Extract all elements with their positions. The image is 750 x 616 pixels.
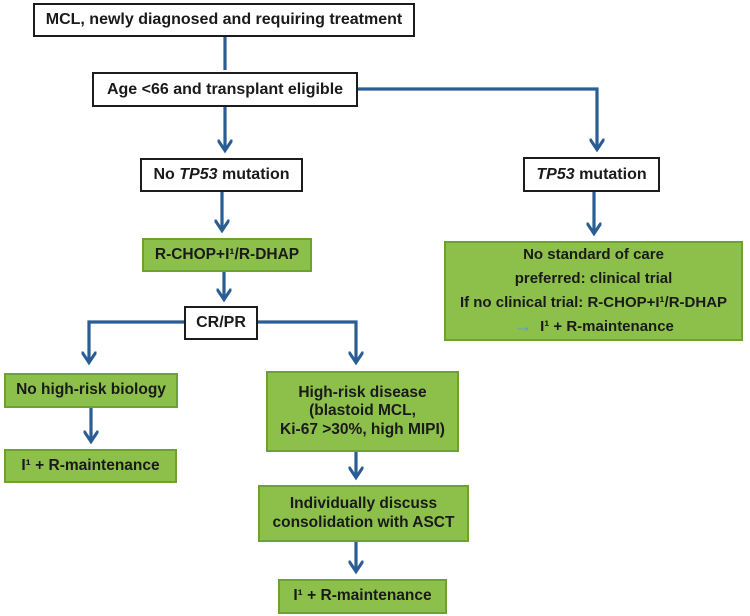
- node-label: Individually discuss: [289, 494, 438, 512]
- node-root: MCL, newly diagnosed and requiring treat…: [33, 3, 415, 37]
- node-response-crpr: CR/PR: [184, 306, 258, 340]
- node-label: → I¹ + R-maintenance: [513, 316, 674, 337]
- arrow-eligibility-to-tp53: [358, 87, 597, 148]
- node-label: I¹ + R-maintenance: [293, 587, 432, 605]
- node-label: preferred: clinical trial: [514, 270, 673, 287]
- node-label: Age <66 and transplant eligible: [106, 80, 344, 98]
- gene-name: TP53: [179, 166, 218, 184]
- node-consolidation-asct: Individually discuss consolidation with …: [258, 485, 469, 542]
- gene-name: TP53: [536, 165, 575, 183]
- node-label: (blastoid MCL,: [309, 402, 416, 420]
- node-label: TP53 mutation: [536, 165, 647, 183]
- right-arrow-icon: →: [513, 316, 533, 337]
- node-no-tp53-mutation: No TP53 mutation: [140, 158, 303, 192]
- node-age-eligibility: Age <66 and transplant eligible: [92, 72, 358, 107]
- node-no-high-risk-biology: No high-risk biology: [4, 373, 178, 408]
- node-label: Ki-67 >30%, high MIPI): [280, 420, 445, 438]
- node-tp53-pathway: No standard of care preferred: clinical …: [444, 241, 743, 341]
- node-label: R-CHOP+I¹/R-DHAP: [154, 245, 300, 263]
- node-label: No high-risk biology: [16, 381, 166, 399]
- node-label: No standard of care: [523, 246, 664, 263]
- arrow-response-to-high-risk: [257, 320, 356, 361]
- node-high-risk-disease: High-risk disease (blastoid MCL, Ki-67 >…: [266, 371, 459, 452]
- node-label: I¹ + R-maintenance: [21, 456, 160, 474]
- node-maintenance-bottom: I¹ + R-maintenance: [278, 579, 447, 614]
- node-label: No TP53 mutation: [153, 166, 290, 184]
- node-label: consolidation with ASCT: [272, 513, 455, 531]
- node-induction-regimen: R-CHOP+I¹/R-DHAP: [142, 238, 312, 272]
- node-label: High-risk disease: [298, 383, 427, 401]
- arrow-response-to-no-high-risk: [89, 320, 184, 361]
- node-tp53-mutation: TP53 mutation: [523, 157, 660, 192]
- node-label: CR/PR: [196, 314, 246, 332]
- node-maintenance-left: I¹ + R-maintenance: [4, 449, 177, 483]
- node-label: MCL, newly diagnosed and requiring treat…: [45, 11, 403, 29]
- node-label: If no clinical trial: R-CHOP+I¹/R-DHAP: [459, 294, 728, 311]
